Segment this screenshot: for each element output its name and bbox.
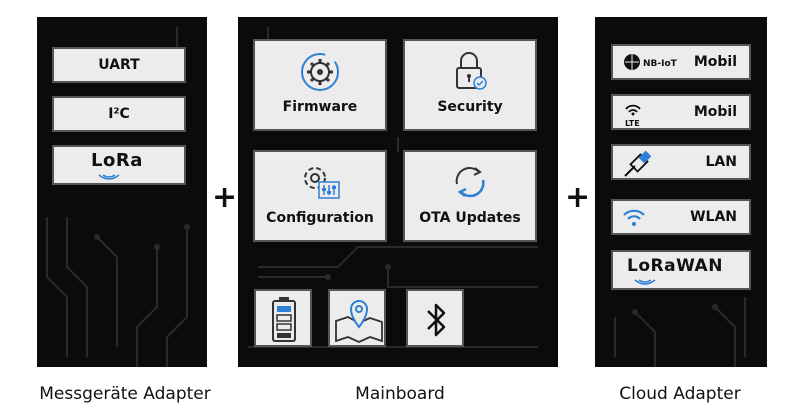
lora-waves-icon — [98, 174, 120, 180]
padlock-icon — [456, 52, 487, 90]
i2c-box: I²C — [52, 96, 186, 132]
gear-sliders-icon — [304, 167, 340, 199]
wifi-icon — [623, 209, 645, 226]
map-pin-icon — [335, 300, 383, 343]
mainboard-panel: Firmware Security Configuration OTA Upd — [238, 17, 558, 367]
battery-icon — [272, 297, 296, 342]
lte-mobil-label: Mobil — [693, 104, 737, 120]
cloud-adapter-caption: Cloud Adapter — [619, 384, 741, 404]
messgeraete-adapter-caption: Messgeräte Adapter — [39, 384, 211, 404]
circuit-background — [248, 27, 538, 348]
lan-label: LAN — [705, 154, 737, 170]
configuration-tile: Configuration — [253, 150, 387, 242]
uart-label: UART — [98, 57, 140, 73]
circuit-background — [614, 297, 746, 367]
bluetooth-icon — [427, 303, 446, 337]
wlan-row: WLAN — [611, 199, 751, 235]
nb-iot-row: NB-IoT Mobil — [611, 44, 751, 80]
lan-row: LAN — [611, 144, 751, 180]
bluetooth-tile — [406, 289, 464, 347]
lorawan-row: LoRaWAN — [611, 250, 751, 290]
lorawan-waves-icon — [634, 279, 656, 285]
nb-iot-icon: NB-IoT — [624, 54, 678, 70]
gear-circle-icon — [301, 53, 339, 91]
security-label: Security — [437, 99, 503, 115]
lora-label: LoRa — [91, 150, 143, 171]
lte-row: LTE Mobil — [611, 94, 751, 130]
lorawan-logo: LoRaWAN — [627, 256, 737, 286]
map-tile — [328, 289, 386, 347]
lora-logo: LoRa — [89, 149, 149, 181]
nb-iot-mobil-label: Mobil — [693, 54, 737, 70]
security-tile: Security — [403, 39, 537, 131]
firmware-label: Firmware — [282, 99, 358, 115]
configuration-label: Configuration — [266, 210, 374, 226]
lte-signal-icon: LTE — [625, 104, 641, 128]
ethernet-cable-icon — [624, 150, 652, 177]
sync-arrows-icon — [455, 167, 485, 198]
i2c-label: I²C — [108, 106, 130, 122]
ota-updates-tile: OTA Updates — [403, 150, 537, 242]
uart-box: UART — [52, 47, 186, 83]
lte-badge: LTE — [625, 119, 640, 128]
lorawan-label: LoRaWAN — [627, 256, 723, 276]
mainboard-caption: Mainboard — [355, 384, 445, 404]
firmware-tile: Firmware — [253, 39, 387, 131]
plus-sign-right: + — [565, 180, 591, 215]
battery-tile — [254, 289, 312, 347]
ota-updates-label: OTA Updates — [419, 210, 521, 226]
messgeraete-adapter-panel: UART I²C LoRa — [37, 17, 207, 367]
wlan-label: WLAN — [690, 209, 737, 225]
circuit-background — [46, 27, 190, 367]
lora-box: LoRa — [52, 145, 186, 185]
plus-sign-left: + — [212, 180, 238, 215]
nb-iot-badge: NB-IoT — [643, 59, 678, 69]
